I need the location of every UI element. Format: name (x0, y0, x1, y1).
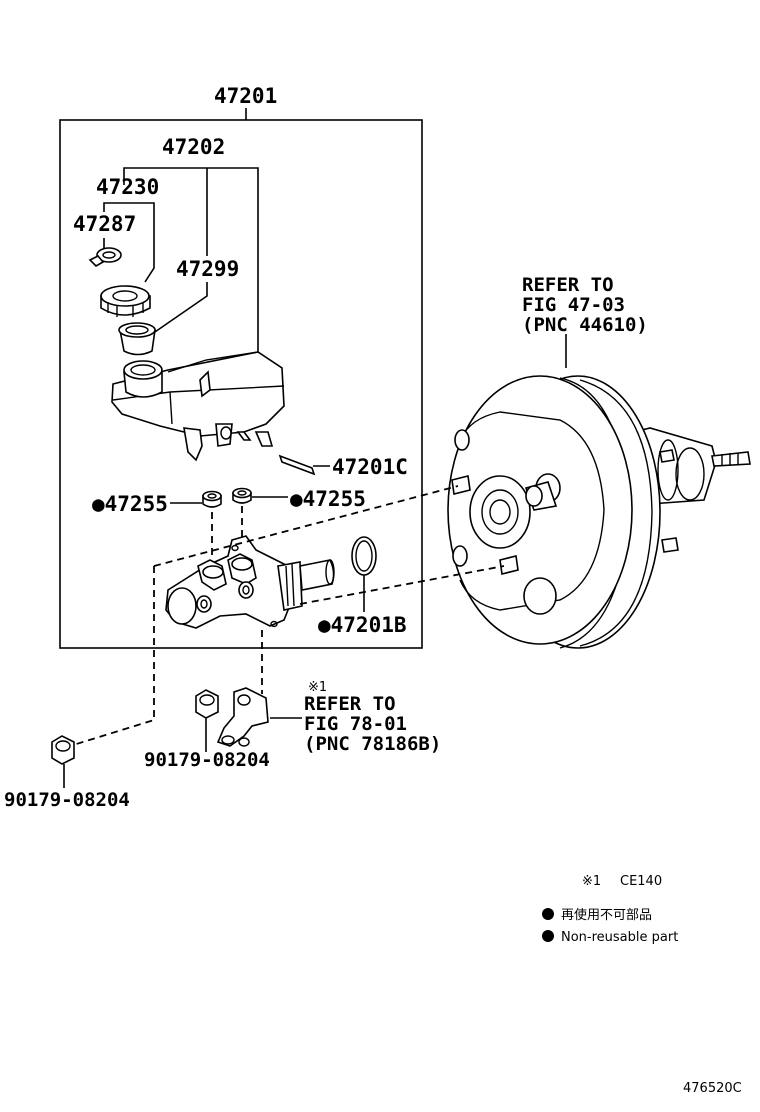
nut-center-drawing (195, 689, 219, 719)
non-reusable-bullet-icon (542, 930, 554, 942)
grommet-left-drawing (202, 490, 222, 508)
legend-non-reusable-jp: 再使用不可部品 (561, 907, 652, 923)
reservoir-cap-drawing (100, 285, 151, 317)
part-label-47255-right[interactable]: ●47255 (290, 487, 366, 511)
o-ring-drawing (351, 536, 377, 576)
legend-note-code: CE140 (620, 874, 662, 889)
bracket-ref-line-2[interactable]: FIG 78-01 (304, 713, 407, 735)
bracket-ref-line-3[interactable]: (PNC 78186B) (304, 733, 441, 755)
assembly-box (59, 119, 423, 649)
part-label-47230[interactable]: 47230 (96, 175, 159, 199)
part-label-47201B[interactable]: ●47201B (318, 613, 407, 637)
legend-non-reusable-en: Non-reusable part (561, 930, 678, 945)
part-label-90179-08204-left[interactable]: 90179-08204 (4, 789, 130, 811)
part-label-47299[interactable]: 47299 (176, 257, 239, 281)
booster-ref-line-1[interactable]: REFER TO (522, 274, 614, 296)
part-label-47201[interactable]: 47201 (214, 84, 277, 108)
part-label-47255-left[interactable]: ●47255 (92, 492, 168, 516)
pin-drawing (278, 454, 330, 476)
figure-code: 476520C (683, 1081, 742, 1096)
master-cylinder-drawing (165, 535, 335, 629)
strainer-drawing (118, 322, 156, 356)
part-label-90179-08204-center[interactable]: 90179-08204 (144, 749, 270, 771)
part-label-47202[interactable]: 47202 (162, 135, 225, 159)
part-label-47201C[interactable]: 47201C (332, 455, 408, 479)
bracket-drawing (216, 687, 269, 747)
legend: ※1 CE140 再使用不可部品 Non-reusable part (542, 874, 678, 945)
legend-note-mark: ※1 (582, 874, 601, 889)
bracket-ref-line-1[interactable]: REFER TO (304, 693, 396, 715)
nut-left-drawing (51, 735, 75, 765)
non-reusable-bullet-icon (542, 908, 554, 920)
booster-ref-line-2[interactable]: FIG 47-03 (522, 294, 625, 316)
part-label-47287[interactable]: 47287 (73, 212, 136, 236)
bracket-note-mark: ※1 (308, 680, 327, 695)
booster-ref-line-3[interactable]: (PNC 44610) (522, 314, 648, 336)
brake-booster-drawing (447, 375, 751, 649)
grommet-right-drawing (232, 487, 252, 504)
strainer-clip-drawing (88, 247, 122, 267)
reservoir-tank-drawing (111, 351, 285, 462)
